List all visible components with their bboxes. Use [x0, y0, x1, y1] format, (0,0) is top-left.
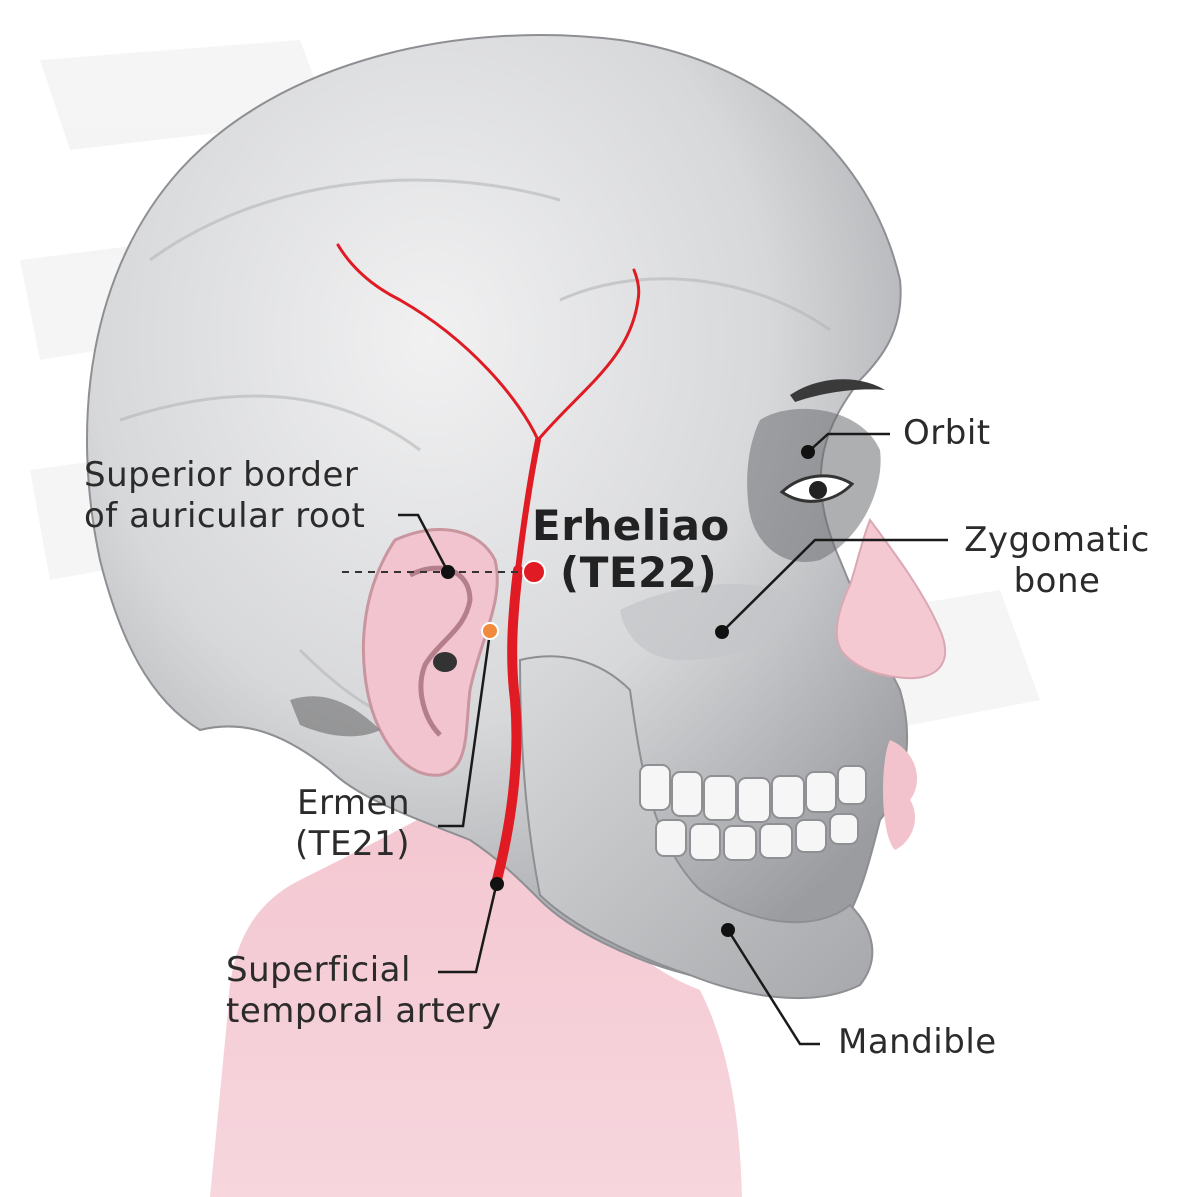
label-erheliao: Erheliao (TE22) [532, 502, 730, 596]
label-auricular-root-line1: Superior border [84, 455, 359, 495]
pupil [809, 481, 827, 499]
mandible-marker [721, 923, 735, 937]
orbit-marker [801, 445, 815, 459]
label-artery: Superficial temporal artery [226, 950, 501, 1032]
nose [835, 517, 946, 680]
zygomatic-marker [715, 625, 729, 639]
leader-lines [398, 432, 948, 1046]
eyebrow [790, 379, 885, 402]
label-mandible: Mandible [838, 1022, 997, 1063]
ear [361, 528, 499, 777]
label-ermen-line2: (TE21) [294, 823, 410, 864]
hairline-shadow [290, 696, 380, 737]
lips [883, 740, 918, 850]
label-orbit-text: Orbit [903, 413, 991, 453]
label-ermen: Ermen (TE21) [250, 783, 410, 865]
ear-canal [433, 652, 457, 672]
label-artery-line1: Superficial [226, 950, 411, 990]
auricular-root-marker [441, 565, 455, 579]
temporal-artery [336, 243, 641, 885]
label-auricular-root: Superior border of auricular root [84, 455, 365, 537]
teeth [639, 764, 867, 861]
label-erheliao-line1: Erheliao [532, 501, 730, 550]
skull [85, 34, 909, 983]
label-zygomatic-line1: Zygomatic [964, 520, 1150, 560]
label-orbit: Orbit [903, 413, 991, 454]
artery-marker [490, 877, 504, 891]
erheliao-point [522, 560, 546, 584]
zygomatic-bone-shape [620, 583, 800, 660]
label-zygomatic: Zygomatic bone [952, 520, 1162, 602]
label-artery-line2: temporal artery [226, 990, 502, 1031]
label-mandible-text: Mandible [838, 1022, 997, 1062]
neck [210, 790, 742, 1197]
label-ermen-line1: Ermen [297, 783, 410, 823]
mandible-shape [518, 655, 874, 1000]
label-erheliao-line2: (TE22) [560, 548, 718, 598]
label-auricular-root-line2: of auricular root [84, 495, 366, 536]
label-zygomatic-line2: bone [1013, 560, 1101, 601]
ermen-point [481, 622, 499, 640]
